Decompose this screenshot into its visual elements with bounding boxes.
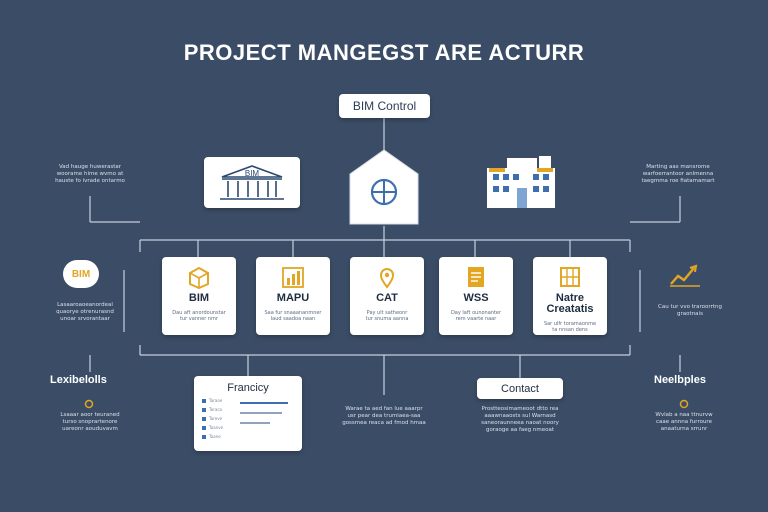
right-top-note: Marting aas mansrome warfoerrantoor anlm… (641, 164, 715, 184)
module-label: BIM (188, 292, 210, 304)
frequency-row: Taane (202, 434, 221, 439)
module-desc: Sar ulfr toramaonme ta nnsan dens (543, 321, 597, 333)
grid-icon (560, 267, 580, 287)
module-card-bim[interactable]: BIM Dau aft anordounstar tur vanner nmr (162, 257, 236, 335)
left-bim-note: Lasaaroaoeanordeal quaorye otrenurasnd u… (56, 302, 114, 322)
frequency-card[interactable]: Francicy Taraoe Taraca Tareve Taanve Taa… (194, 376, 302, 451)
growth-chart-icon (668, 262, 702, 288)
office-building-icon (487, 156, 555, 208)
module-label: MAPU (276, 292, 310, 304)
left-bottom-note: Lsaaar aoor teuraned turso snoprartenore… (60, 412, 120, 432)
module-card-wss[interactable]: WSS Day laft ounonanter rem vaarte naar (439, 257, 513, 335)
center-bottom-note: Warae ta aed fan lue aaarpr usr pear dea… (342, 406, 426, 426)
right-heading: Neelbples (654, 374, 706, 386)
module-label: Natre Creatatis (546, 292, 594, 315)
bim-building-card[interactable]: BIM (204, 157, 300, 208)
frequency-row: Taraoe (202, 398, 222, 403)
pin-icon (379, 268, 395, 289)
document-icon (468, 267, 484, 287)
module-card-cat[interactable]: CAT Pay ult satheonr tur snuma aanna (350, 257, 424, 335)
module-label: WSS (463, 292, 489, 304)
module-card-natre-creatatis[interactable]: Natre Creatatis Sar ulfr toramaonme ta n… (533, 257, 607, 335)
right-mid-note: Cau tur vvo traroorrtng graotnais (658, 304, 722, 317)
module-desc: Pay ult satheonr tur snuma aanna (365, 310, 409, 322)
left-bulb-icon (84, 394, 94, 409)
contact-note: Prostteosimameoot dtto rea aaawnaaosts s… (481, 406, 559, 433)
left-heading: Lexibelolls (50, 374, 107, 386)
house-icon (349, 149, 419, 225)
left-top-note: Vad hauge huwerastar woorame hime wvmo a… (55, 164, 125, 184)
frequency-row: Tareve (202, 416, 222, 421)
bim-card-label: BIM (245, 169, 260, 178)
module-card-mapu[interactable]: MAPU Saa fur snaaananmner laud saadoa na… (256, 257, 330, 335)
page-title: PROJECT MANGEGST ARE ACTURR (183, 40, 585, 65)
frequency-title: Francicy (227, 382, 269, 394)
frequency-bars (240, 402, 288, 424)
right-bottom-note: Wvlab a naa ttnurvw caae annna furroure … (655, 412, 713, 432)
house-card[interactable] (348, 148, 420, 226)
chart-bar-icon (282, 267, 304, 288)
frequency-row: Taraca (202, 407, 222, 412)
module-desc: Day laft ounonanter rem vaarte naar (450, 310, 502, 322)
columns-building-icon: BIM (220, 165, 284, 200)
frequency-row: Taanve (202, 425, 223, 430)
module-desc: Saa fur snaaananmner laud saadoa naan (264, 310, 322, 322)
contact-button[interactable]: Contact (477, 378, 563, 399)
right-bulb-icon (679, 394, 689, 409)
office-building-card[interactable] (485, 154, 557, 210)
bim-control-box[interactable]: BIM Control (339, 94, 430, 118)
module-label: CAT (376, 292, 398, 304)
module-desc: Dau aft anordounstar tur vanner nmr (172, 310, 226, 322)
box-icon (189, 266, 209, 289)
bim-badge[interactable]: BIM (63, 260, 99, 288)
